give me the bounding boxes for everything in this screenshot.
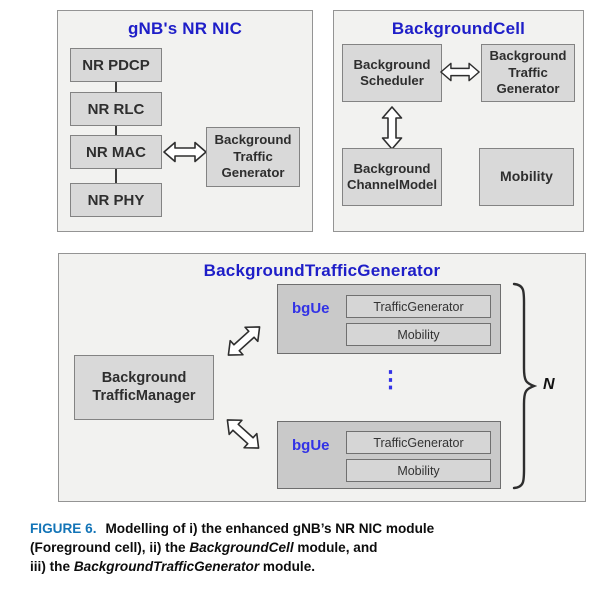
block-nr-phy: NR PHY xyxy=(70,183,162,217)
block-background-traffic-generator: Background Traffic Generator xyxy=(206,127,300,187)
panel-gnb-nr-nic: gNB's NR NIC NR PDCP NR RLC NR MAC NR PH… xyxy=(57,10,313,232)
figure-number: FIGURE 6. xyxy=(30,521,97,536)
connector-pdcp-rlc xyxy=(115,82,117,92)
panel-background-traffic-generator: BackgroundTrafficGenerator Background Tr… xyxy=(58,253,586,502)
block-bgue-trafficgenerator: TrafficGenerator xyxy=(346,431,491,454)
bgue-label: bgUe xyxy=(292,300,330,317)
double-arrow-vertical-icon xyxy=(379,106,405,150)
caption-emphasis: BackgroundCell xyxy=(189,540,294,555)
connector-rlc-mac xyxy=(115,126,117,135)
double-arrow-icon xyxy=(440,60,480,86)
caption-text: module, and xyxy=(293,540,378,555)
block-bgue-bottom: bgUe TrafficGenerator Mobility xyxy=(277,421,501,489)
panel-bgcell-title: BackgroundCell xyxy=(391,19,526,38)
double-arrow-diagonal-icon xyxy=(218,410,268,459)
caption-text: (Foreground cell), ii) the xyxy=(30,540,190,555)
block-background-scheduler: Background Scheduler xyxy=(342,44,442,102)
caption-text: module. xyxy=(259,559,316,574)
block-bgue-mobility: Mobility xyxy=(346,459,491,482)
block-bgue-trafficgenerator: TrafficGenerator xyxy=(346,295,491,318)
ellipsis-icon: ⋮ xyxy=(379,366,402,392)
block-background-trafficmanager: Background TrafficManager xyxy=(74,355,214,420)
block-bgcell-traffic-generator: Background Traffic Generator xyxy=(481,44,575,102)
block-nr-rlc: NR RLC xyxy=(70,92,162,126)
block-bgue-mobility: Mobility xyxy=(346,323,491,346)
brace-icon xyxy=(511,282,538,495)
block-nr-pdcp: NR PDCP xyxy=(70,48,162,82)
caption-text: Modelling of i) the enhanced gNB’s NR NI… xyxy=(105,521,435,536)
block-bgue-top: bgUe TrafficGenerator Mobility xyxy=(277,284,501,354)
bgue-label: bgUe xyxy=(292,437,330,454)
double-arrow-icon xyxy=(163,139,207,165)
caption-line-1: FIGURE 6. Modelling of i) the enhanced gN… xyxy=(30,519,590,538)
figure-caption: FIGURE 6. Modelling of i) the enhanced gN… xyxy=(30,519,590,576)
caption-line-2: (Foreground cell), ii) the BackgroundCel… xyxy=(30,538,590,557)
caption-emphasis: BackgroundTrafficGenerator xyxy=(73,559,260,574)
panel-background-cell: BackgroundCell Background Scheduler Back… xyxy=(333,10,584,232)
block-mobility: Mobility xyxy=(479,148,574,206)
connector-mac-phy xyxy=(115,169,117,183)
caption-line-3: iii) the BackgroundTrafficGenerator modu… xyxy=(30,557,590,576)
caption-text: iii) the xyxy=(30,559,74,574)
double-arrow-diagonal-icon xyxy=(219,317,269,366)
block-nr-mac: NR MAC xyxy=(70,135,162,169)
panel-gnb-title: gNB's NR NIC xyxy=(127,19,243,38)
block-background-channelmodel: Background ChannelModel xyxy=(342,148,442,206)
panel-bgtg-title: BackgroundTrafficGenerator xyxy=(203,261,441,280)
count-label: N xyxy=(543,376,555,393)
